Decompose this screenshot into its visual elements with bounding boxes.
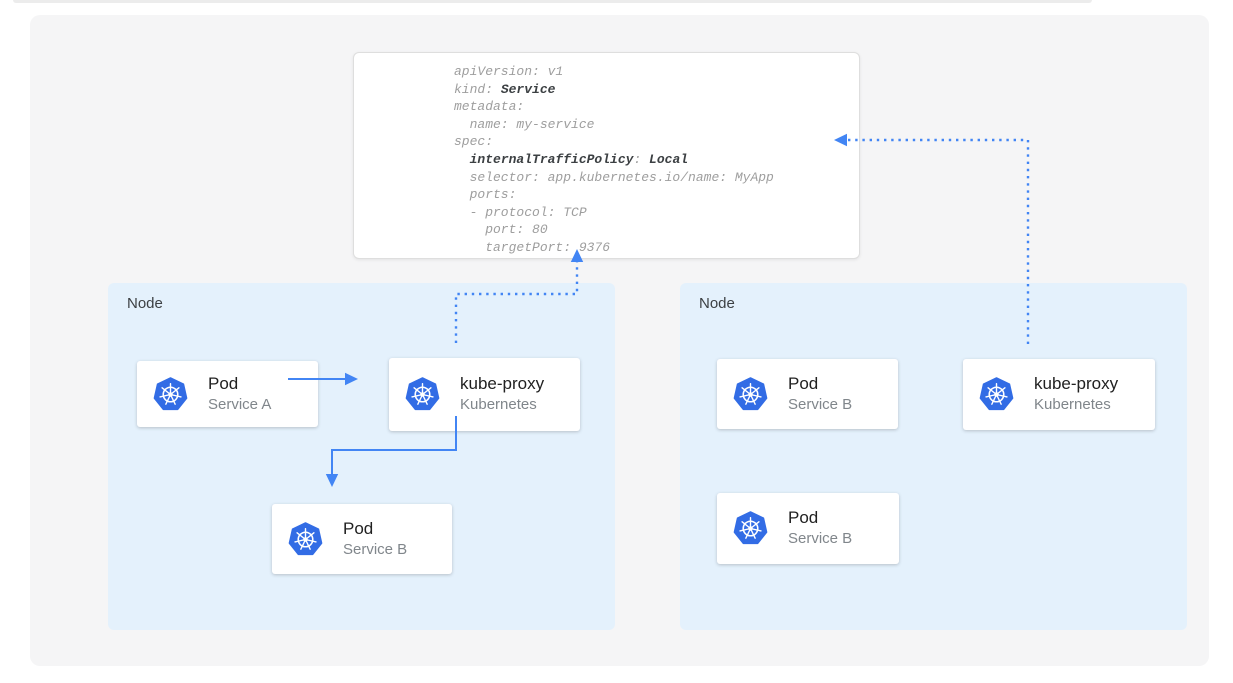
code-line: - protocol: TCP [454, 204, 851, 222]
code-text-bold: internalTrafficPolicy [469, 151, 634, 167]
card-title: kube-proxy [1034, 374, 1119, 394]
code-text: - protocol: TCP [454, 204, 587, 220]
code-text: targetPort: 9376 [454, 239, 611, 255]
node-left: Node Pod Service A [108, 283, 615, 630]
code-line: targetPort: 9376 [454, 239, 851, 257]
diagram-panel: apiVersion: v1 kind: Service metadata: n… [30, 15, 1209, 666]
node-label: Node [127, 295, 163, 312]
code-text: ports: [454, 187, 517, 203]
pod-card-service-b: Pod Service B [717, 493, 899, 564]
card-subtitle: Kubernetes [1034, 396, 1111, 414]
card-title: Pod [208, 373, 239, 393]
top-divider [13, 0, 1092, 3]
yaml-code-block: apiVersion: v1 kind: Service metadata: n… [454, 63, 851, 257]
code-text: kind: [454, 81, 501, 97]
code-text-bold: Service [500, 81, 556, 97]
code-text: spec: [454, 134, 494, 150]
code-text: selector: app.kubernetes.io/name: MyApp [454, 169, 774, 185]
code-line: name: my-service [454, 116, 851, 134]
node-right: Node Pod Service B [680, 283, 1187, 630]
card-subtitle: Kubernetes [460, 396, 537, 414]
code-line: selector: app.kubernetes.io/name: MyApp [454, 169, 851, 187]
code-text: : [633, 151, 650, 167]
code-text: metadata: [454, 99, 525, 115]
kube-proxy-card: kube-proxy Kubernetes [963, 359, 1155, 430]
kubernetes-icon [404, 377, 441, 412]
code-line: spec: [454, 133, 851, 151]
kubernetes-icon [287, 521, 324, 557]
kubernetes-icon [732, 511, 769, 546]
card-title: Pod [788, 373, 819, 393]
kubernetes-icon [732, 376, 769, 412]
code-line: ports: [454, 186, 851, 204]
kubernetes-icon [152, 376, 189, 412]
code-line: apiVersion: v1 [454, 63, 851, 81]
service-yaml-card: apiVersion: v1 kind: Service metadata: n… [353, 52, 860, 259]
code-text-bold: Local [649, 151, 689, 167]
pod-card-service-a: Pod Service A [137, 361, 318, 427]
code-text: name: my-service [454, 116, 595, 132]
kube-proxy-card: kube-proxy Kubernetes [389, 358, 580, 431]
card-subtitle: Service B [788, 530, 853, 548]
code-line: port: 80 [454, 221, 851, 239]
card-subtitle: Service B [343, 540, 408, 558]
code-text [454, 152, 470, 167]
pod-card-service-b: Pod Service B [717, 359, 898, 429]
code-line: metadata: [454, 98, 851, 116]
code-text: port: 80 [454, 222, 548, 238]
kubernetes-icon [978, 377, 1015, 412]
card-subtitle: Service B [788, 395, 853, 413]
node-label: Node [699, 295, 735, 312]
card-subtitle: Service A [208, 395, 272, 413]
card-title: Pod [343, 518, 374, 538]
code-line: kind: Service [454, 81, 851, 99]
code-text: apiVersion: v1 [454, 64, 564, 79]
code-line: internalTrafficPolicy: Local [454, 151, 851, 169]
pod-card-service-b: Pod Service B [272, 504, 452, 574]
card-title: kube-proxy [460, 374, 545, 394]
card-title: Pod [788, 508, 819, 528]
